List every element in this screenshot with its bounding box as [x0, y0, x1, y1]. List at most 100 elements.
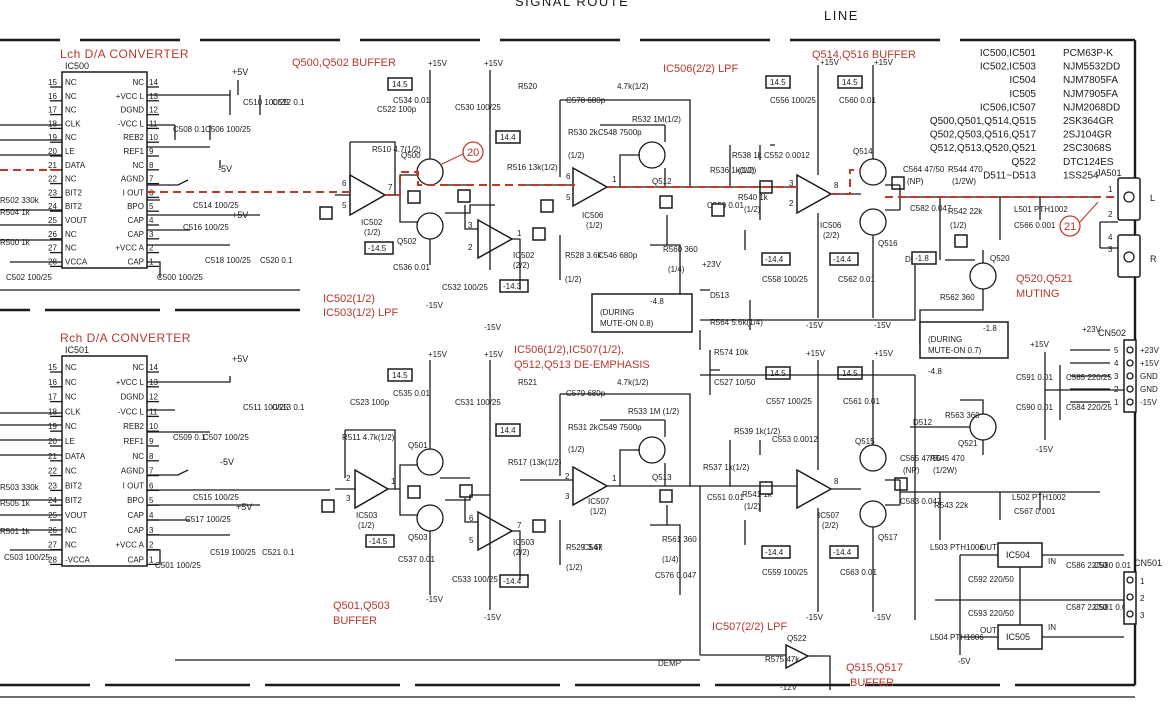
c516-label: C516 100/25: [183, 223, 229, 232]
pin-number: 15: [48, 363, 57, 372]
cn502-signal: +23V: [1140, 346, 1160, 355]
pin-name: I OUT: [123, 481, 144, 490]
c584-label: C584 220/25: [1066, 403, 1112, 412]
buffer-bottom-right-label: Q515,Q517: [846, 662, 903, 674]
mute-note-c: (DURING: [928, 335, 962, 344]
pin-number: 18: [48, 407, 57, 416]
lch-dac-title: Lch D/A CONVERTER: [60, 47, 189, 61]
mute-volt-a: -4.8: [650, 297, 664, 306]
lpf-left-label-1: IC502(1/2): [323, 293, 375, 305]
pin-name: BIT2: [65, 496, 82, 505]
marker-21-text: 21: [1064, 221, 1076, 233]
cn502-signal: GND: [1140, 372, 1158, 381]
cn502-pin: 3: [1114, 372, 1119, 381]
pin-name: AGND: [121, 175, 144, 184]
part-label: R532 1M(1/2): [632, 115, 681, 124]
ic507b-opamp: [796, 468, 833, 510]
q516-transistor: [859, 208, 887, 236]
pin-number: 23: [48, 481, 57, 490]
pin: 3: [468, 221, 473, 230]
q502-label: Q502: [397, 237, 417, 246]
voltage-box: 14.5: [770, 78, 786, 87]
lch-rail-pos: +5V: [232, 67, 248, 77]
ic502a-label: IC502: [361, 218, 383, 227]
q522-rail: -12V: [780, 683, 798, 692]
ic504-regulator: [997, 542, 1043, 568]
pin: 2: [789, 199, 794, 208]
ic507a-sub: (1/2): [590, 507, 607, 516]
pin-name: NC: [65, 92, 77, 101]
rail-label: +15V: [428, 59, 448, 68]
part-label: R520: [518, 82, 538, 91]
part-label: R542 22k: [948, 207, 983, 216]
q520-label: Q520: [990, 254, 1010, 263]
cn502-rail-neg: -15V: [1036, 445, 1054, 454]
part-label: (1/2W): [952, 177, 976, 186]
ic504-in: IN: [1048, 557, 1056, 566]
rch-dac-ic-body: [61, 355, 148, 567]
parts-table-part: NJM7805FA: [1063, 75, 1118, 86]
cn502-label: CN502: [1098, 328, 1126, 338]
voltage-box: 14.4: [500, 133, 516, 142]
q517-label: Q517: [878, 533, 898, 542]
pin-name: NC: [65, 526, 77, 535]
part-label: R533 1M (1/2): [628, 407, 679, 416]
part-label: R564 5.6k(1/4): [710, 318, 763, 327]
l503-label: L503 PTH1006: [930, 543, 984, 552]
r505-label: R505 1k: [0, 499, 31, 508]
q501-label: Q501: [408, 441, 428, 450]
pin-name: -VCC L: [118, 407, 145, 416]
r501-label: R501 1k: [0, 527, 31, 536]
mute-note-b: MUTE-ON 0.8): [600, 319, 654, 328]
pin-name: NC: [132, 78, 144, 87]
part-label: (1/2): [565, 275, 582, 284]
part-label: R562 360: [940, 293, 975, 302]
pin-number: 9: [149, 147, 154, 156]
pin-name: CAP: [128, 511, 144, 520]
cn501-connector: CN501 1 2 3: [1123, 558, 1162, 625]
q516-label: Q516: [878, 239, 898, 248]
cn501-label: CN501: [1134, 558, 1162, 568]
pin-number: 8: [149, 161, 154, 170]
pin-number: 22: [48, 175, 57, 184]
pin: 2: [346, 474, 351, 483]
q503-label: Q503: [408, 533, 428, 542]
pin-name: -VCCA: [65, 555, 91, 564]
pin: 8: [834, 181, 839, 190]
part-label: C523 100p: [350, 398, 390, 407]
part-label: R544 470: [948, 165, 983, 174]
c581-label: C581 0.01: [1094, 603, 1131, 612]
pin-name: +VCC L: [116, 378, 145, 387]
rail-label: +15V: [484, 59, 504, 68]
part-label: (1/2): [744, 205, 761, 214]
pin-number: 11: [149, 119, 158, 128]
q512-label: Q512: [652, 177, 672, 186]
part-label: C535 0.01: [393, 389, 430, 398]
pin: 7: [388, 183, 393, 192]
voltage-box: 14.5: [842, 369, 858, 378]
parts-table-ref: IC502,IC503: [980, 62, 1037, 73]
rail-label: -15V: [484, 323, 502, 332]
part-label: R510 4.7(1/2): [372, 145, 421, 154]
deemp-label: DEMP: [658, 659, 681, 668]
q513-label: Q513: [652, 473, 672, 482]
c592-label: C592 220/50: [968, 575, 1014, 584]
cn502-supply: +23V: [1082, 325, 1102, 334]
part-label: C537 0.01: [398, 555, 435, 564]
r500-label: R500 1k: [0, 238, 31, 247]
parts-table-ref: IC504: [1009, 75, 1036, 86]
part-label: C566 0.001: [1014, 221, 1056, 230]
part-label: C582 0.047: [910, 204, 952, 213]
part-label: R529 3.6k: [566, 543, 603, 552]
pin-name: +VCC A: [115, 244, 144, 253]
rail-label: +15V: [820, 58, 840, 67]
buffer-right-top-label: Q514,Q516 BUFFER: [812, 49, 916, 61]
ic504-out: OUT: [980, 543, 997, 552]
c580-label: C580 0.01: [1094, 561, 1131, 570]
part-label: D512: [913, 418, 933, 427]
rail-label: -15V: [484, 613, 502, 622]
part-label: C565 47/50: [900, 454, 942, 463]
pin-name: REB2: [123, 422, 144, 431]
ic502a-sub: (1/2): [364, 228, 381, 237]
